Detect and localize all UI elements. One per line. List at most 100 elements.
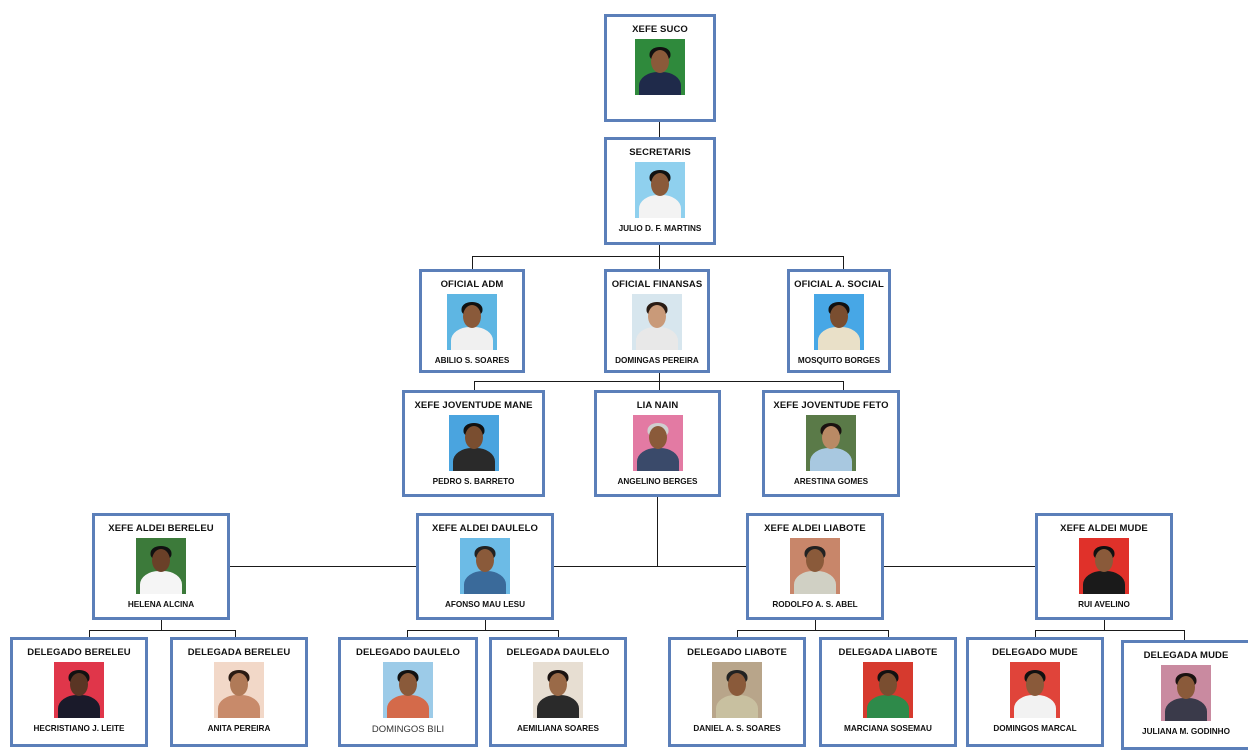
person-name: DOMINGOS BILI (371, 724, 445, 735)
person-photo (790, 538, 840, 594)
person-name: DOMINGOS MARCAL (993, 724, 1077, 733)
person-photo (632, 294, 682, 350)
person-photo (383, 662, 433, 718)
person-name: ANGELINO BERGES (617, 477, 698, 486)
person-torso (636, 448, 679, 471)
connector-line (89, 630, 235, 632)
role-title: DELEGADA BERELEU (187, 647, 291, 658)
connector-line (657, 497, 659, 566)
person-head (399, 673, 417, 696)
person-name: JULIO D. F. MARTINS (618, 224, 702, 233)
person-torso (818, 327, 860, 350)
person-head (648, 426, 667, 449)
person-name: ARESTINA GOMES (793, 477, 869, 486)
role-title: DELEGADO MUDE (992, 647, 1078, 658)
connector-line (1104, 620, 1106, 630)
org-node-aldei-mude: XEFE ALDEI MUDE RUI AVELINO (1035, 513, 1173, 620)
connector-line (737, 630, 888, 632)
person-photo (448, 415, 499, 471)
org-node-delegada-liabote: DELEGADA LIABOTE MARCIANA SOSEMAU (819, 637, 957, 747)
person-photo (214, 662, 264, 718)
person-torso (58, 695, 100, 718)
person-torso (452, 448, 495, 471)
person-photo (814, 294, 864, 350)
connector-line (472, 256, 474, 269)
person-photo (635, 162, 685, 218)
person-head (651, 50, 669, 73)
connector-line (843, 381, 845, 390)
role-title: LIA NAIN (636, 400, 679, 411)
connector-line (89, 630, 91, 637)
person-photo (863, 662, 913, 718)
connector-line (474, 381, 843, 383)
connector-line (230, 566, 1035, 568)
role-title: OFICIAL ADM (440, 279, 504, 290)
person-photo (136, 538, 186, 594)
person-torso (639, 195, 681, 218)
connector-line (888, 630, 890, 637)
org-node-aldei-daulelo: XEFE ALDEI DAULELO AFONSO MAU LESU (416, 513, 554, 620)
role-title: DELEGADO BERELEU (27, 647, 131, 658)
role-title: DELEGADO LIABOTE (687, 647, 787, 658)
person-torso (716, 695, 758, 718)
person-name: DANIEL A. S. SOARES (693, 724, 781, 733)
person-name: DOMINGAS PEREIRA (615, 356, 699, 365)
connector-line (737, 630, 739, 637)
person-head (879, 673, 897, 696)
person-name: ABILIO S. SOARES (434, 356, 510, 365)
org-node-delegado-daulelo: DELEGADO DAULELO DOMINGOS BILI (338, 637, 478, 747)
person-head (648, 305, 666, 328)
person-name: HECRISTIANO J. LEITE (33, 724, 125, 733)
person-photo (635, 39, 685, 95)
role-title: XEFE ALDEI MUDE (1060, 523, 1148, 534)
person-head (463, 305, 481, 328)
person-head (822, 426, 840, 449)
connector-line (1035, 630, 1037, 637)
person-name: MARCIANA SOSEMAU (844, 724, 932, 733)
connector-line (1035, 630, 1184, 632)
connector-line (1184, 630, 1186, 640)
connector-line (843, 256, 845, 269)
person-torso (387, 695, 429, 718)
person-torso (810, 448, 852, 471)
role-title: XEFE JOVENTUDE MANE (414, 400, 533, 411)
person-name: HELENA ALCINA (127, 600, 195, 609)
org-node-xefe-suco: XEFE SUCO (604, 14, 716, 122)
person-photo (806, 415, 856, 471)
role-title: XEFE ALDEI DAULELO (432, 523, 538, 534)
person-name: AFONSO MAU LESU (444, 600, 526, 609)
role-title: DELEGADO DAULELO (356, 647, 460, 658)
org-node-delegada-bereleu: DELEGADA BERELEU ANITA PEREIRA (170, 637, 308, 747)
person-name: RUI AVELINO (1078, 600, 1130, 609)
role-title: OFICIAL FINANSAS (611, 279, 703, 290)
person-name: RODOLFO A. S. ABEL (772, 600, 858, 609)
person-torso (1014, 695, 1056, 718)
person-head (152, 549, 170, 572)
role-title: DELEGADA LIABOTE (838, 647, 938, 658)
org-node-delegado-bereleu: DELEGADO BERELEU HECRISTIANO J. LEITE (10, 637, 148, 747)
person-photo (533, 662, 583, 718)
person-head (728, 673, 746, 696)
connector-line (558, 630, 560, 637)
person-name: PEDRO S. BARRETO (432, 477, 515, 486)
role-title: DELEGADA MUDE (1143, 650, 1229, 661)
org-node-delegado-liabote: DELEGADO LIABOTE DANIEL A. S. SOARES (668, 637, 806, 747)
person-head (1095, 549, 1113, 572)
person-name: AEMILIANA SOARES (516, 724, 600, 733)
person-head (549, 673, 567, 696)
person-name: ANITA PEREIRA (207, 724, 271, 733)
connector-line (474, 381, 476, 390)
person-head (806, 549, 824, 572)
person-torso (537, 695, 579, 718)
org-node-joventude-mane: XEFE JOVENTUDE MANE PEDRO S. BARRETO (402, 390, 545, 497)
person-torso (867, 695, 909, 718)
person-photo (1079, 538, 1129, 594)
person-torso (1165, 698, 1207, 721)
